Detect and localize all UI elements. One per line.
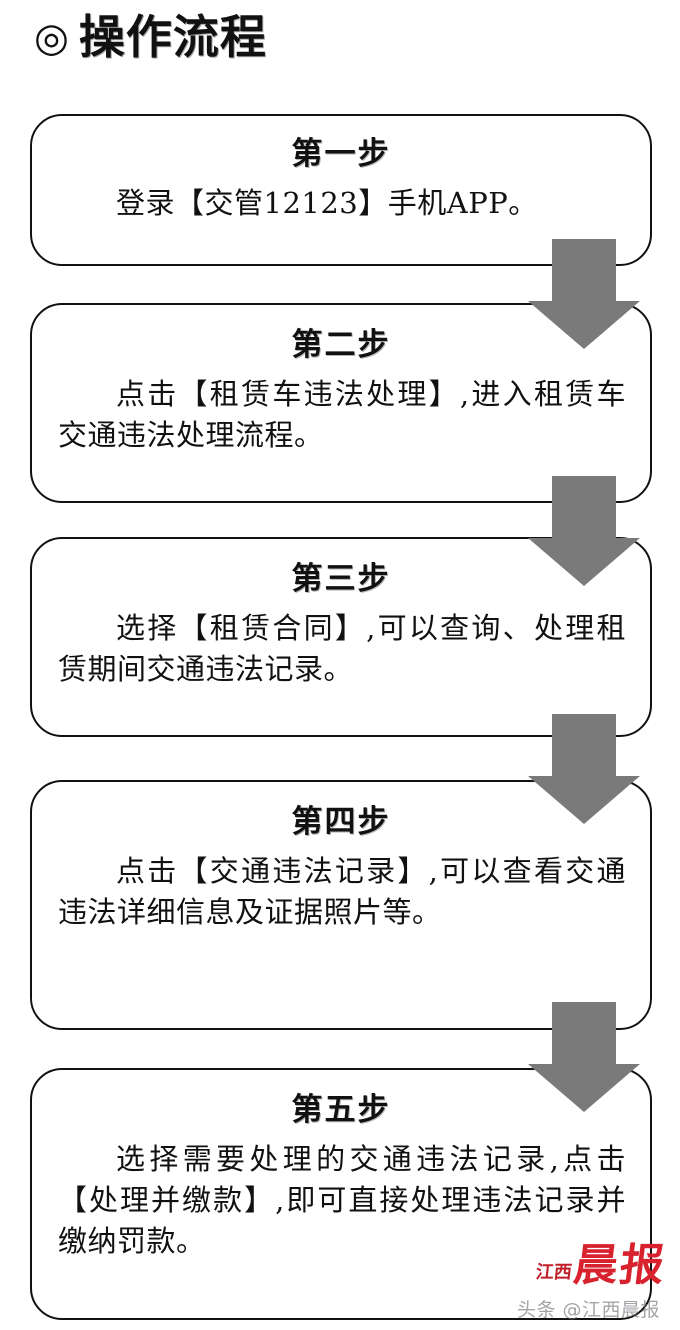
step-heading-5: 第五步	[291, 1092, 391, 1128]
step-box-1: 第一步 登录【交管12123】手机APP。	[30, 114, 652, 266]
step-body-2: 点击【租赁车违法处理】,进入租赁车交通违法处理流程。	[58, 377, 626, 453]
step-box-4: 第四步 点击【交通违法记录】,可以查看交通违法详细信息及证据照片等。	[30, 780, 652, 1030]
step-box-3: 第三步 选择【租赁合同】,可以查询、处理租赁期间交通违法记录。	[30, 537, 652, 737]
step-heading-2: 第二步	[291, 327, 391, 363]
step-body-1: 登录【交管12123】手机APP。	[116, 186, 538, 220]
step-box-2: 第二步 点击【租赁车违法处理】,进入租赁车交通违法处理流程。	[30, 303, 652, 503]
step-box-5: 第五步 选择需要处理的交通违法记录,点击【处理并缴款】,即可直接处理违法记录并缴…	[30, 1068, 652, 1320]
step-heading-3: 第三步	[291, 561, 391, 597]
page-title-text: 操作流程	[78, 10, 267, 64]
page-title: ◎ 操作流程	[34, 14, 267, 60]
step-heading-4: 第四步	[291, 804, 391, 840]
step-heading-1: 第一步	[291, 136, 391, 172]
double-circle-icon: ◎	[34, 15, 69, 61]
step-body-4: 点击【交通违法记录】,可以查看交通违法详细信息及证据照片等。	[58, 854, 626, 930]
step-body-3: 选择【租赁合同】,可以查询、处理租赁期间交通违法记录。	[58, 611, 626, 687]
step-body-5: 选择需要处理的交通违法记录,点击【处理并缴款】,即可直接处理违法记录并缴纳罚款。	[58, 1142, 626, 1259]
